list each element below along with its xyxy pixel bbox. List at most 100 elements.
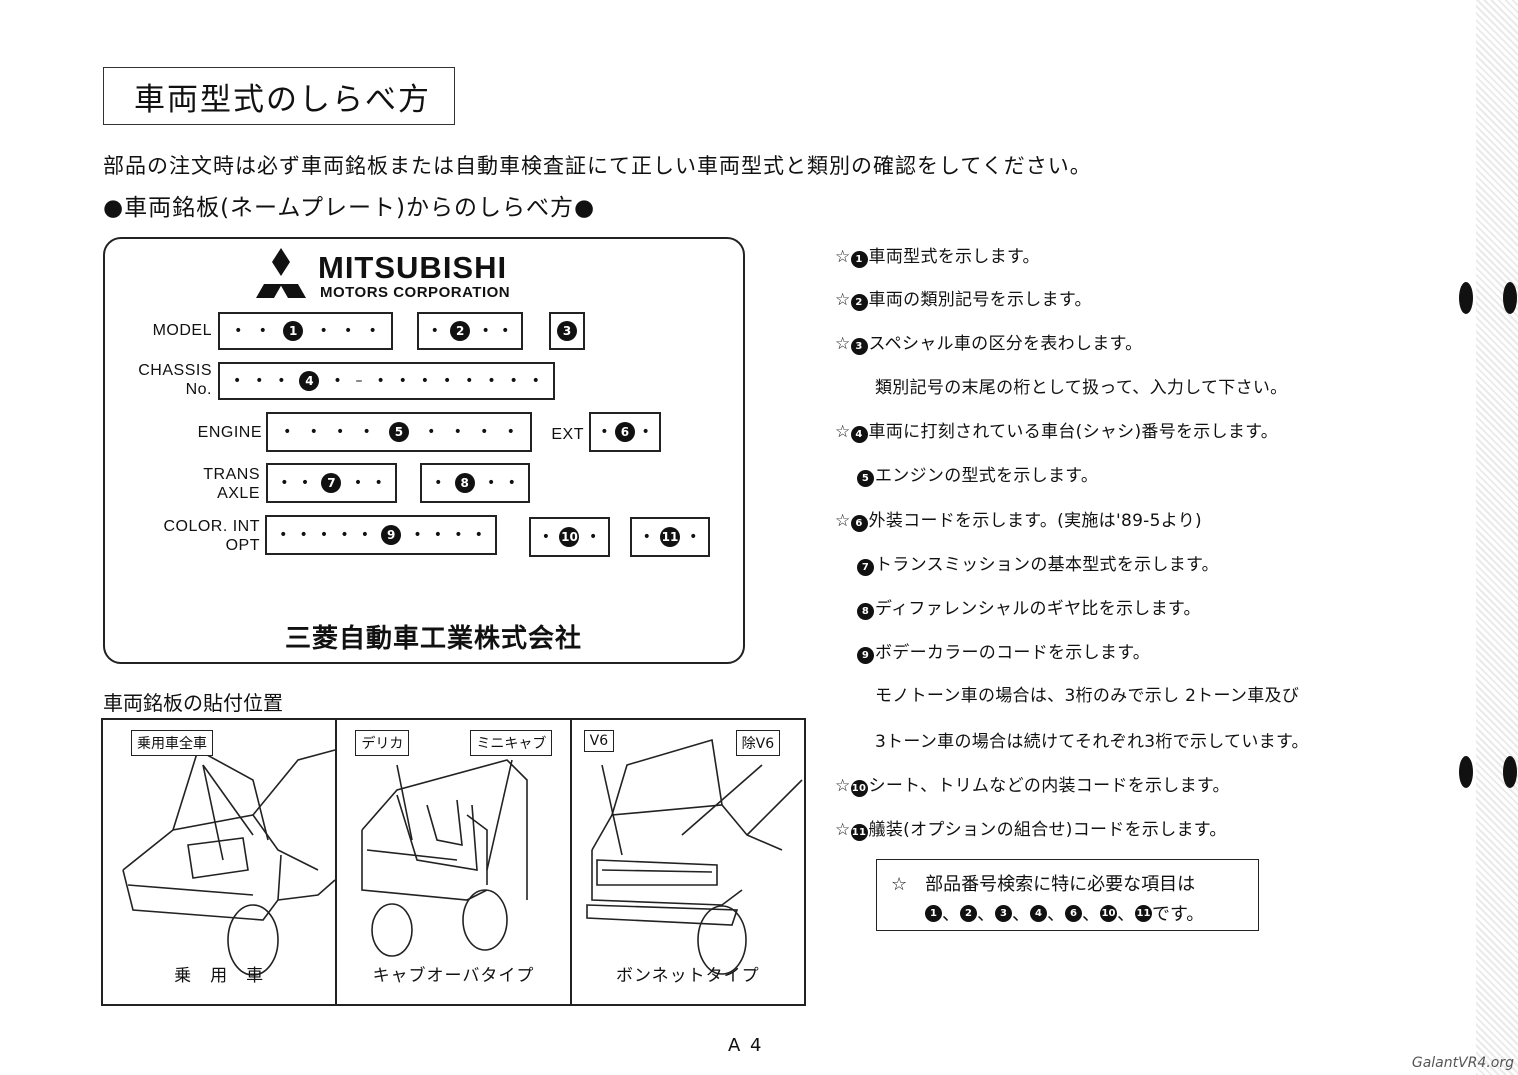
watermark: GalantVR4.org [1411,1055,1514,1071]
location-cabover: デリカ ミニキャブ キャブオーバタイプ [337,720,572,1004]
location-title: 車両銘板の貼付位置 [103,691,283,715]
note-marker: 1 [850,251,868,268]
sep: 、 [1047,904,1065,925]
note-line: 3トーン車の場合は続けてそれぞれ3桁で示しています。 [875,727,1309,752]
note-text: スペシャル車の区分を表わします。 [868,334,1143,354]
field-engine: ••••5•••• [266,412,532,452]
key-marker: 1 [925,904,942,922]
page-number: A 4 [728,1035,764,1056]
location-tag: V6 [583,730,615,752]
marker-7: 7 [321,473,342,493]
location-caption: ボンネットタイプ [615,966,760,986]
marker-3: 3 [557,321,577,341]
star-mark: ☆ [835,776,851,796]
location-grid: 乗用車全車 乗 用 車 デリカ ミニキャブ キャブオーバタイプ [101,718,806,1006]
marker-6: 6 [614,422,635,442]
note-text: モノトーン車の場合は、3桁のみで示し 2トーン車及び [875,686,1300,706]
key-marker: 2 [960,904,977,922]
label-ext: EXT [551,426,584,443]
name-plate [103,237,745,664]
bonnet-suv-illustration [585,738,803,975]
location-bonnet: V6 除V6 ボンネットタイプ [572,720,804,1004]
sedan-illustration [122,748,336,976]
label-trans: TRANS AXLE [180,465,260,503]
location-caption: キャブオーバタイプ [372,966,535,986]
note-text: 類別記号の末尾の桁として扱って、入力して下さい。 [875,378,1288,398]
page-title: 車両型式のしらべ方 [103,67,455,125]
field-classification: •2•• [417,312,523,350]
label-trans-line2: AXLE [217,485,260,502]
marker-11: 11 [660,527,680,547]
label-trans-line1: TRANS [203,466,260,483]
note-text: トランスミッションの基本型式を示します。 [875,555,1219,575]
note-text: 外装コードを示します。(実施は'89-5より) [868,511,1202,531]
note-text: 艤装(オプションの組合せ)コードを示します。 [868,820,1227,840]
note-marker: 8 [857,603,874,620]
scan-edge-texture [1476,0,1518,1075]
field-option: •11• [630,517,710,557]
location-sedan: 乗用車全車 乗 用 車 [103,720,338,1004]
marker-1: 1 [283,321,304,341]
plate-brand-sub: MOTORS CORPORATION [320,284,511,301]
key-marker: 10 [1100,904,1117,922]
star-mark: ☆ [835,247,851,267]
note-line: モノトーン車の場合は、3桁のみで示し 2トーン車及び [875,681,1299,706]
key-tail: です。 [1152,904,1205,925]
marker-5: 5 [388,422,409,442]
field-ext: •6• [589,412,661,452]
location-tag: 除V6 [735,730,781,756]
label-color-line1: COLOR. INT [163,518,260,535]
field-axle: •8•• [420,463,530,503]
punch-hole [1459,282,1473,314]
sep: 、 [942,904,960,925]
note-marker: 6 [850,515,868,532]
location-tag: 乗用車全車 [131,730,213,756]
punch-hole [1503,756,1517,788]
marker-4: 4 [299,371,320,391]
punch-hole [1503,282,1517,314]
star-mark: ☆ [835,511,851,531]
key-marker: 4 [1030,904,1047,922]
note-marker: 11 [850,824,868,841]
punch-hole [1459,756,1473,788]
note-text: ボデーカラーのコードを示します。 [875,643,1151,663]
star-mark: ☆ [835,334,851,354]
marker-9: 9 [381,525,402,545]
key-marker: 11 [1135,904,1152,922]
note-text: 車両の類別記号を示します。 [868,290,1092,310]
intro-text: 部品の注文時は必ず車両銘板または自動車検査証にて正しい車両型式と類別の確認をして… [103,154,1092,178]
note-marker: 7 [857,559,874,576]
label-chassis-line1: CHASSIS [138,362,212,379]
mitsubishi-logo-icon [256,248,306,298]
key-marker: 3 [995,904,1012,922]
note-marker: 3 [850,338,868,355]
key-marker: 6 [1065,904,1082,922]
key-items-line1: ☆ 部品番号検索に特に必要な項目は [891,874,1196,895]
star-mark: ☆ [835,422,851,442]
location-caption: 乗 用 車 [174,966,265,986]
subheading: ●車両銘板(ネームプレート)からのしらべ方● [103,195,596,221]
note-text: エンジンの型式を示します。 [875,466,1099,486]
label-chassis: CHASSIS No. [130,361,212,399]
marker-2: 2 [450,321,471,341]
note-text: ディファレンシャルのギヤ比を示します。 [875,599,1201,619]
location-tag: ミニキャブ [470,730,553,756]
note-text: 車両型式を示します。 [868,247,1040,267]
note-marker: 2 [850,294,868,311]
field-interior: •10• [529,517,610,557]
note-marker: 9 [857,647,874,664]
location-tag: デリカ [355,730,410,756]
note-text: シート、トリムなどの内装コードを示します。 [868,776,1230,796]
sep: 、 [1012,904,1030,925]
field-chassis: •••4•–•••••••• [218,362,555,400]
